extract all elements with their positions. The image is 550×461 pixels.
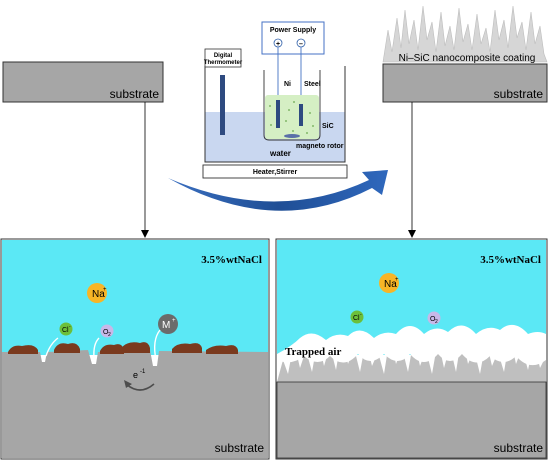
substrate-corroded xyxy=(2,350,268,458)
electron-label: e xyxy=(133,370,138,380)
na-ion-right xyxy=(379,273,399,293)
na-sup-right: + xyxy=(395,277,399,283)
m-ion xyxy=(158,314,178,334)
apparatus: Power Supply + – water Digital Thermomet… xyxy=(202,21,348,179)
thermometer-box xyxy=(204,48,242,68)
nacl-label-left: 3.5%wtNaCl xyxy=(201,254,262,266)
minus-label: – xyxy=(299,41,303,48)
o2-label: O xyxy=(103,329,109,336)
thermometer-probe xyxy=(220,75,225,135)
arrow-down-left xyxy=(141,102,149,238)
cl-sup: - xyxy=(69,324,71,330)
substrate-top-left: substrate xyxy=(2,61,164,103)
cl-label-right: Cl xyxy=(353,315,360,322)
nacl-label-right: 3.5%wtNaCl xyxy=(480,254,541,266)
panel-bottom-right: substrate 3.5%wtNaCl Trapped air Na + Cl… xyxy=(275,238,548,460)
substrate-coated xyxy=(276,381,547,459)
coating-label: Ni–SiC nanocomposite coating xyxy=(399,53,536,64)
power-supply-label: Power Supply xyxy=(270,27,316,34)
panel-bottom-left: substrate 3.5%wtNaCl Na + Cl - O 2 M + xyxy=(0,238,270,460)
heater-label: Heater,Stirrer xyxy=(253,169,298,176)
m-arrow xyxy=(153,329,161,361)
m-label: M xyxy=(162,320,170,331)
na-label: Na xyxy=(92,289,105,300)
arrow-down-right xyxy=(408,102,416,238)
na-ion xyxy=(87,283,107,303)
substrate-label-br: substrate xyxy=(494,441,544,455)
magneto-rotor xyxy=(284,134,300,138)
corrosion-products xyxy=(8,342,238,354)
coating-spikes-top xyxy=(382,5,548,63)
thermometer-label-2: Thermometer xyxy=(204,60,243,66)
steel-electrode xyxy=(299,104,303,126)
o2-ion xyxy=(100,324,114,338)
nacl-solution-left xyxy=(2,240,268,355)
substrate-top-right: substrate xyxy=(382,63,548,103)
ni-electrode xyxy=(276,100,280,128)
magneto-rotor-label: magneto rotor xyxy=(296,143,344,150)
ni-label: Ni xyxy=(284,81,291,88)
steel-label: Steel xyxy=(304,81,321,88)
o2-sub-right: 2 xyxy=(435,319,438,325)
cl-label: Cl xyxy=(62,327,69,334)
o2-label-right: O xyxy=(430,316,436,323)
process-arrow xyxy=(168,170,388,211)
na-label-right: Na xyxy=(384,279,397,290)
power-supply-box xyxy=(261,21,325,55)
sic-label: SiC xyxy=(322,123,334,130)
thermometer-label-1: Digital xyxy=(214,53,233,59)
substrate-label-tr: substrate xyxy=(494,87,544,101)
m-sup: + xyxy=(172,318,176,324)
plating-solution xyxy=(265,95,319,139)
trapped-air-layer xyxy=(277,324,546,366)
cl-arrow xyxy=(45,337,59,357)
plus-label: + xyxy=(276,41,280,48)
o2-ion-right xyxy=(427,311,441,325)
electron-sup: -1 xyxy=(140,369,146,375)
cl-sup-right: - xyxy=(360,312,362,318)
na-sup: + xyxy=(103,287,107,293)
water-label: water xyxy=(269,149,291,158)
heater-stirrer xyxy=(202,164,348,179)
substrate-label-tl: substrate xyxy=(110,87,160,101)
o2-sub: 2 xyxy=(108,332,111,338)
cl-ion xyxy=(59,322,73,336)
o2-arrow xyxy=(93,337,100,359)
trapped-air-label: Trapped air xyxy=(285,346,341,358)
substrate-label-bl: substrate xyxy=(215,441,265,455)
cl-ion-right xyxy=(350,310,364,324)
